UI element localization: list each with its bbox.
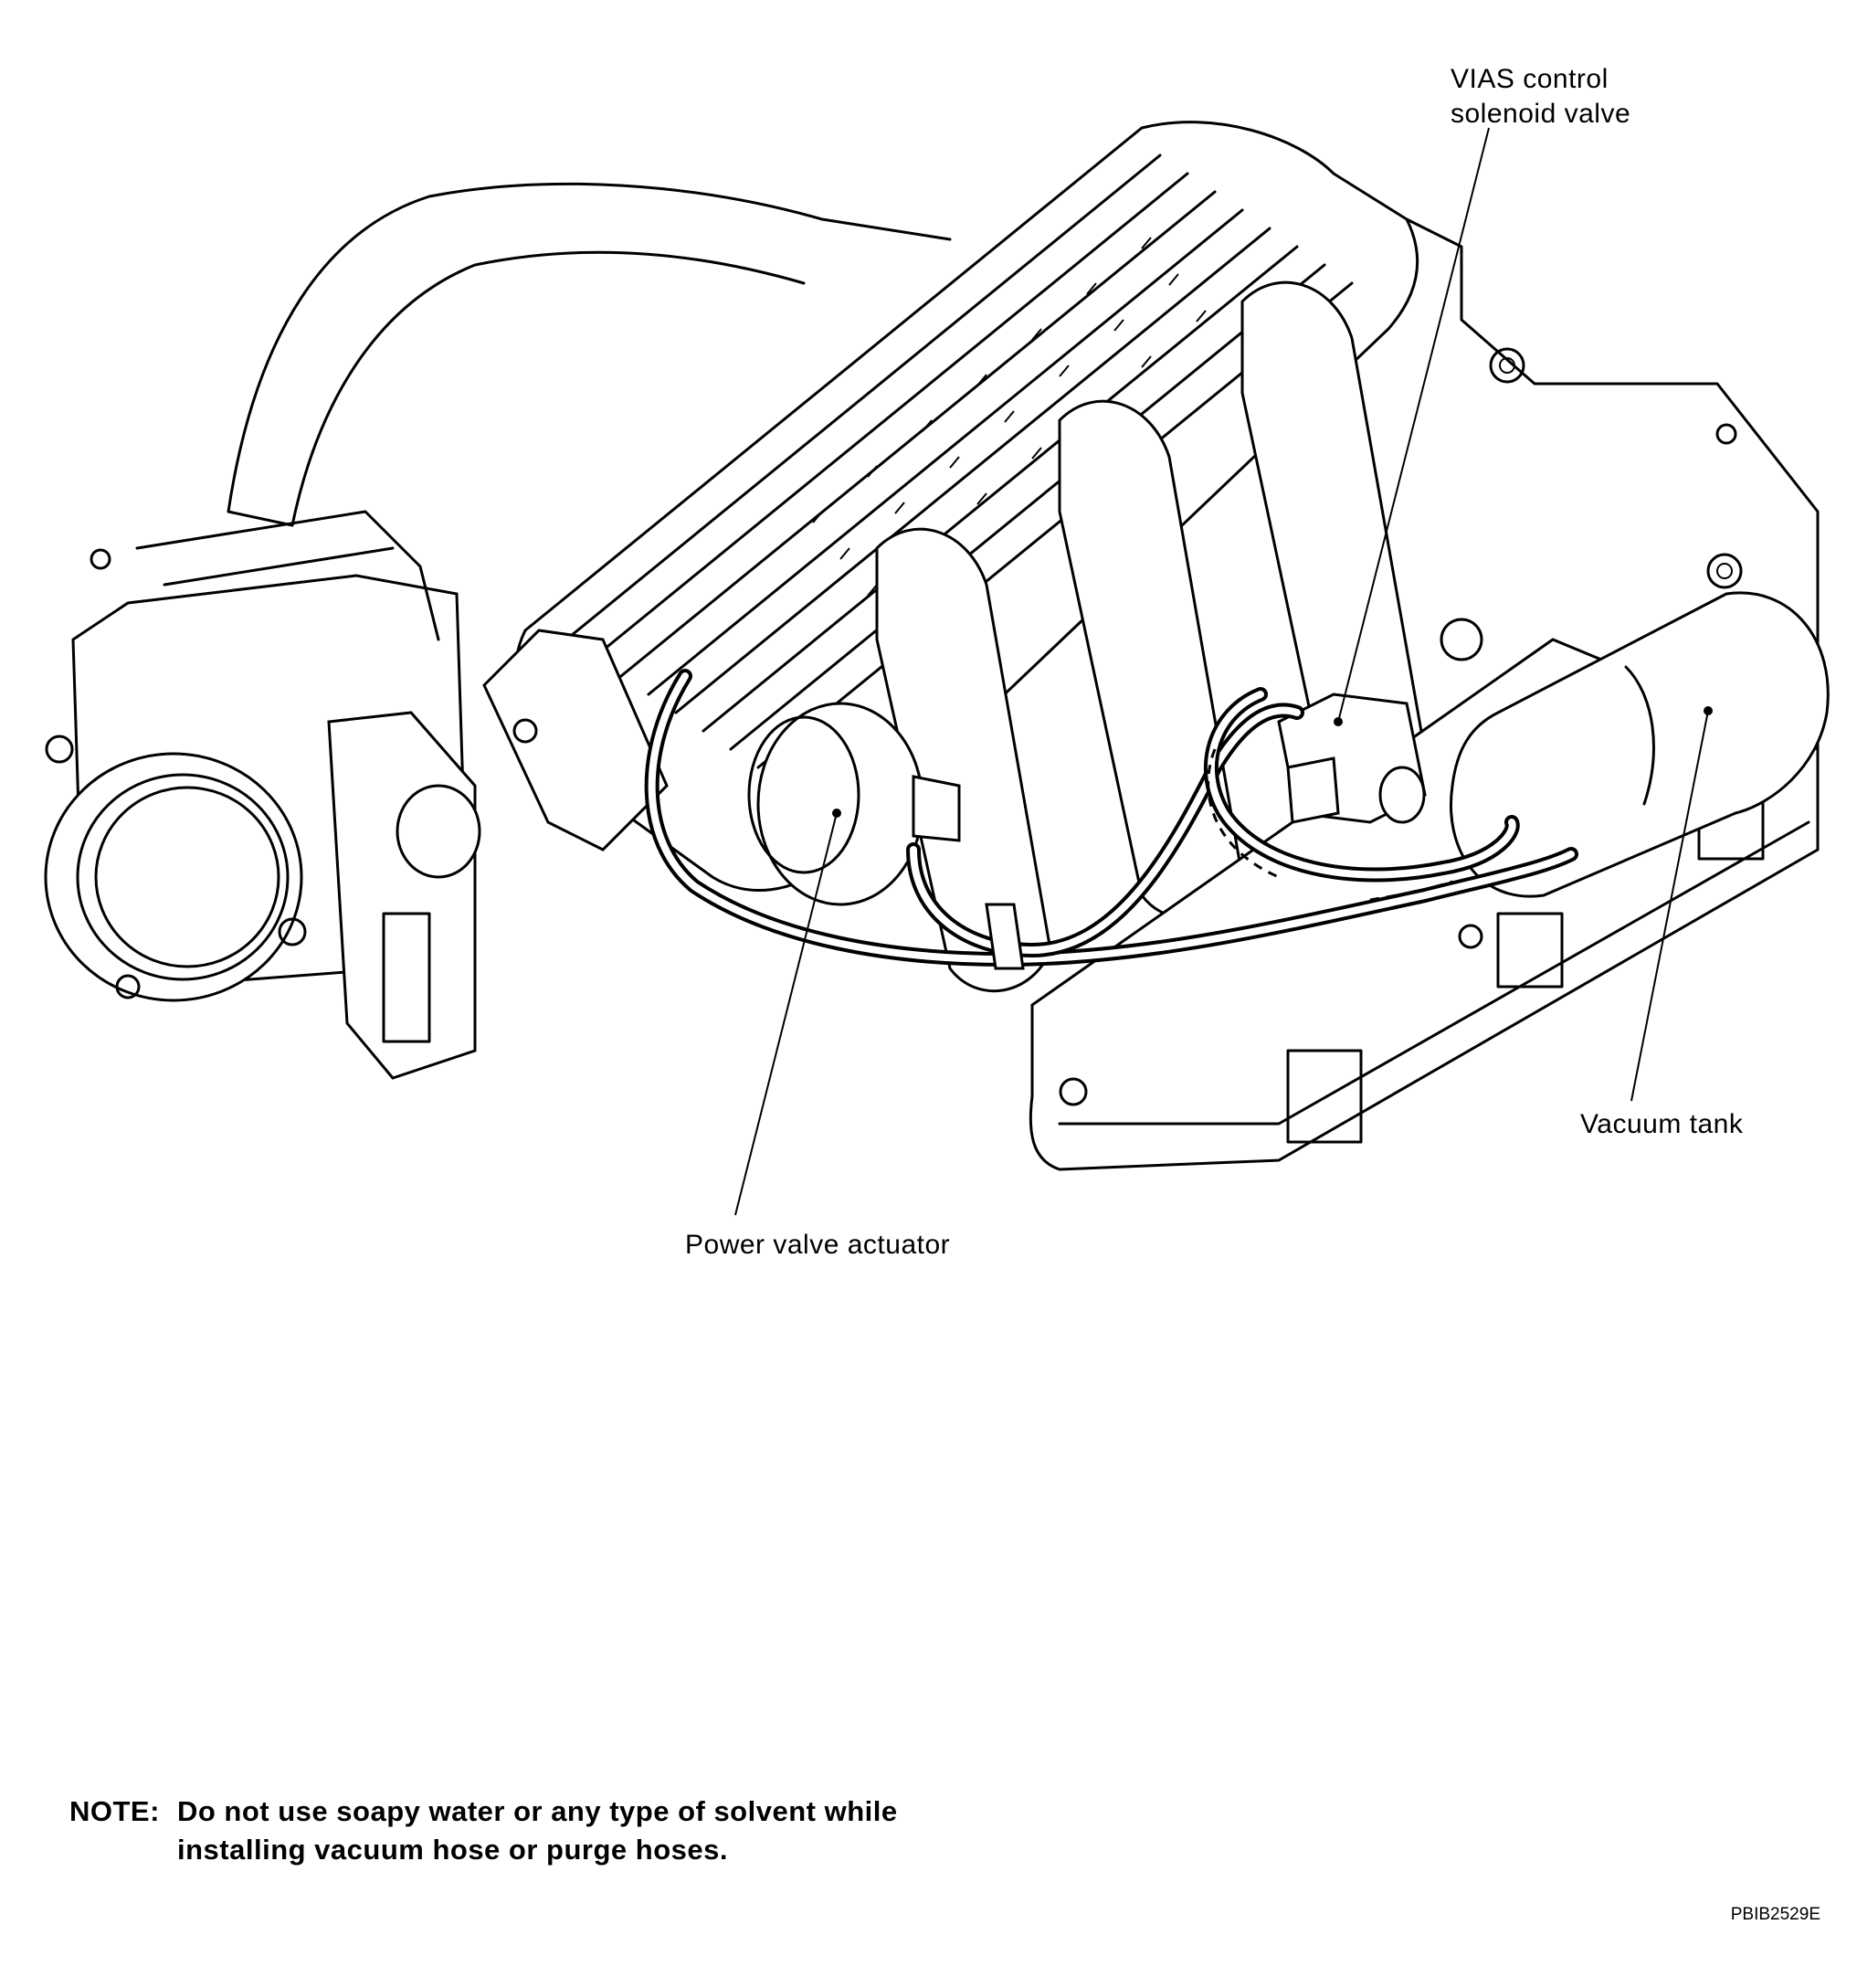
figure-code: PBIB2529E [1730, 1905, 1820, 1924]
installation-note: NOTE: Do not use soapy water or any type… [69, 1792, 898, 1869]
note-line2: installing vacuum hose or purge hoses. [177, 1834, 728, 1866]
note-line1: Do not use soapy water or any type of so… [177, 1795, 898, 1827]
intake-duct [227, 182, 952, 527]
leader-lines [734, 127, 1713, 1216]
label-vias-control-solenoid-valve: VIAS control solenoid valve [1451, 62, 1630, 132]
right-bracket [1405, 217, 1820, 751]
throttle-body [44, 510, 481, 1080]
rib-ticks [812, 237, 1207, 597]
label-vias-line2: solenoid valve [1451, 99, 1631, 129]
vacuum-hoses [644, 669, 1578, 970]
power-valve-actuator-shape [747, 702, 961, 906]
label-vacuum-tank: Vacuum tank [1580, 1109, 1744, 1139]
label-power-valve-actuator: Power valve actuator [685, 1230, 951, 1260]
left-bracket [482, 629, 669, 851]
note-key: NOTE: [69, 1795, 160, 1827]
vacuum-tank-shape [1450, 591, 1830, 898]
label-vias-line1: VIAS control [1451, 64, 1609, 94]
solenoid-valve-shape [1277, 618, 1483, 824]
